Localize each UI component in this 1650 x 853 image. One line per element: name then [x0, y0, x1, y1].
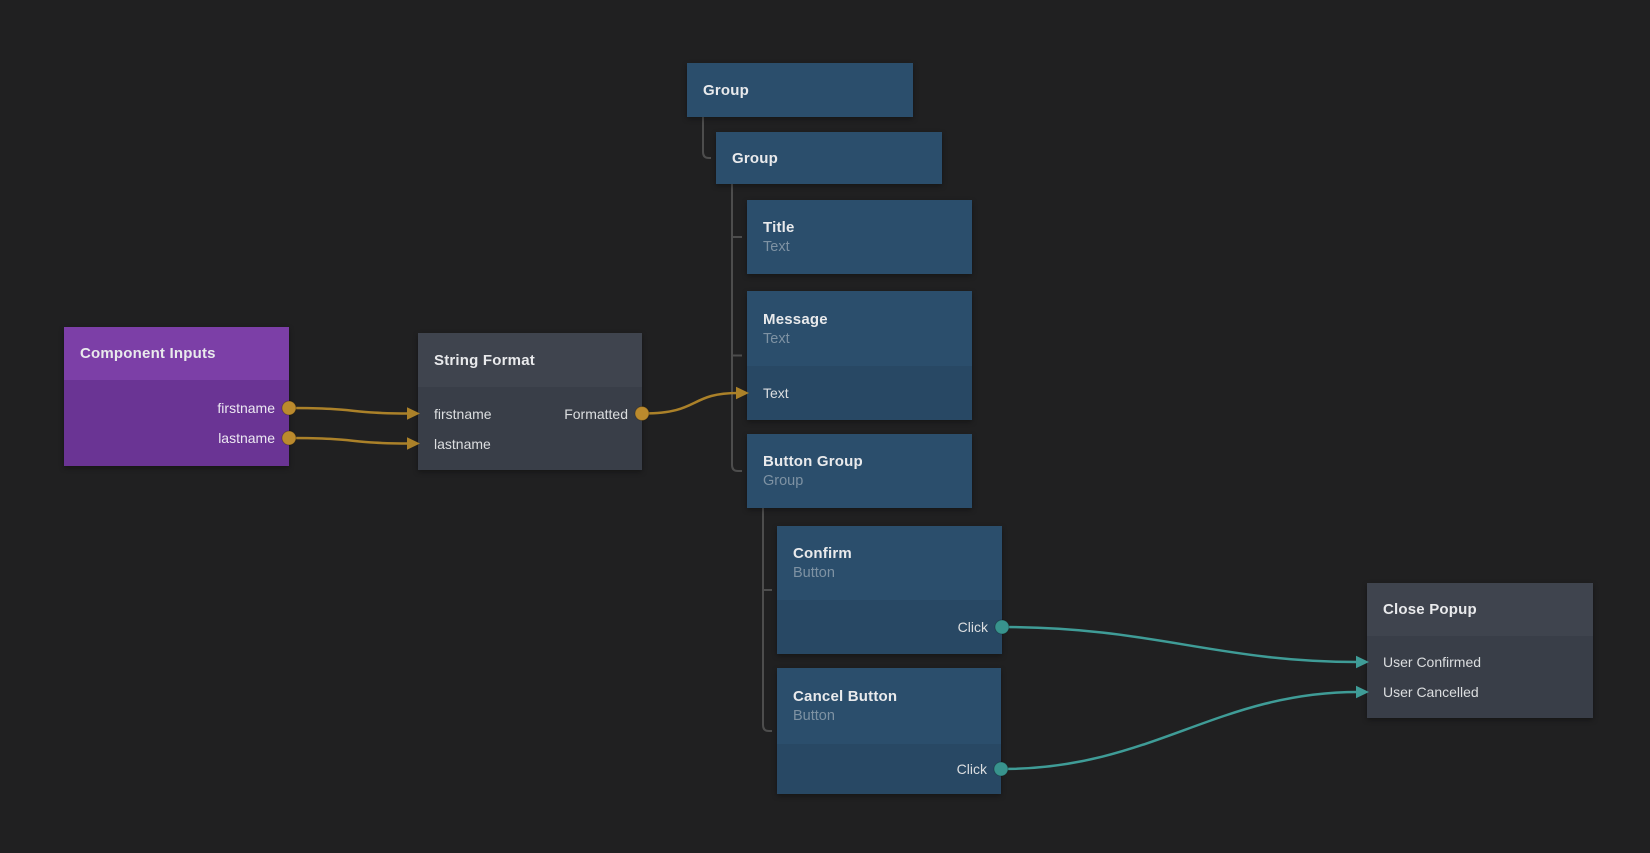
node-title: Close Popup [1383, 601, 1477, 618]
node-subtitle: Group [763, 473, 804, 489]
input-port-user-confirmed[interactable]: User Confirmed [1383, 654, 1482, 670]
node-header: Close Popup [1367, 583, 1593, 636]
node-title: Message [763, 310, 828, 328]
wire-string-format-to-message[interactable] [642, 391, 740, 415]
output-port-lastname[interactable]: lastname [218, 430, 275, 446]
port-row: lastname [64, 423, 289, 453]
wire-component-inputs-to-string-format[interactable] [289, 436, 411, 445]
node-group-1[interactable]: Group [687, 63, 913, 117]
port-row: User Cancelled [1367, 677, 1593, 707]
node-title: Title [763, 219, 795, 236]
ports-section: firstname lastname [64, 380, 289, 466]
port-row: Click [777, 754, 1001, 784]
node-header: Group [687, 63, 913, 117]
port-row: User Confirmed [1367, 647, 1593, 677]
output-port-click[interactable]: Click [957, 619, 988, 635]
hierarchy-link [762, 508, 772, 732]
node-title: Group [703, 81, 749, 99]
node-subtitle: Button [793, 708, 835, 724]
hierarchy-link [702, 117, 711, 159]
node-title: Component Inputs [80, 345, 216, 362]
wire-confirm-to-close-popup[interactable] [1002, 625, 1360, 664]
input-port-lastname[interactable]: lastname [434, 435, 491, 452]
node-header: String Format [418, 333, 642, 387]
input-port-user-cancelled[interactable]: User Cancelled [1383, 684, 1479, 700]
input-port-firstname[interactable]: firstname [434, 405, 492, 422]
output-port-click[interactable]: Click [956, 761, 987, 777]
wire-cancel-button-to-close-popup[interactable] [1001, 690, 1360, 771]
port-row: lastname [418, 429, 642, 459]
node-title: Cancel Button [793, 688, 898, 705]
port-row: firstname [64, 393, 289, 423]
ports-section: Text [747, 366, 972, 420]
port-row: firstname Formatted [418, 399, 642, 429]
node-title: Button Group [763, 453, 863, 470]
node-string-format[interactable]: String Format firstname Formatted lastname [418, 333, 642, 470]
node-header: Component Inputs [64, 327, 289, 380]
node-subtitle: Text [763, 330, 790, 347]
ports-section: firstname Formatted lastname [418, 387, 642, 470]
node-title: String Format [434, 351, 535, 369]
port-row: Text [747, 378, 972, 408]
node-subtitle: Text [763, 239, 790, 255]
output-port-firstname[interactable]: firstname [217, 400, 275, 416]
node-subtitle: Button [793, 565, 835, 581]
output-port-formatted[interactable]: Formatted [564, 405, 628, 422]
port-row: Click [777, 612, 1002, 642]
node-title: Group [732, 149, 778, 167]
hierarchy-link [731, 184, 742, 472]
node-title: Confirm [793, 545, 852, 562]
wire-component-inputs-to-string-format[interactable] [289, 406, 411, 415]
ports-section: Click [777, 600, 1002, 654]
ports-section: Click [777, 744, 1001, 794]
node-header: Group [716, 132, 942, 184]
node-group-2[interactable]: Group [716, 132, 942, 184]
node-component-inputs[interactable]: Component Inputs firstname lastname [64, 327, 289, 466]
input-port-text[interactable]: Text [763, 385, 789, 401]
